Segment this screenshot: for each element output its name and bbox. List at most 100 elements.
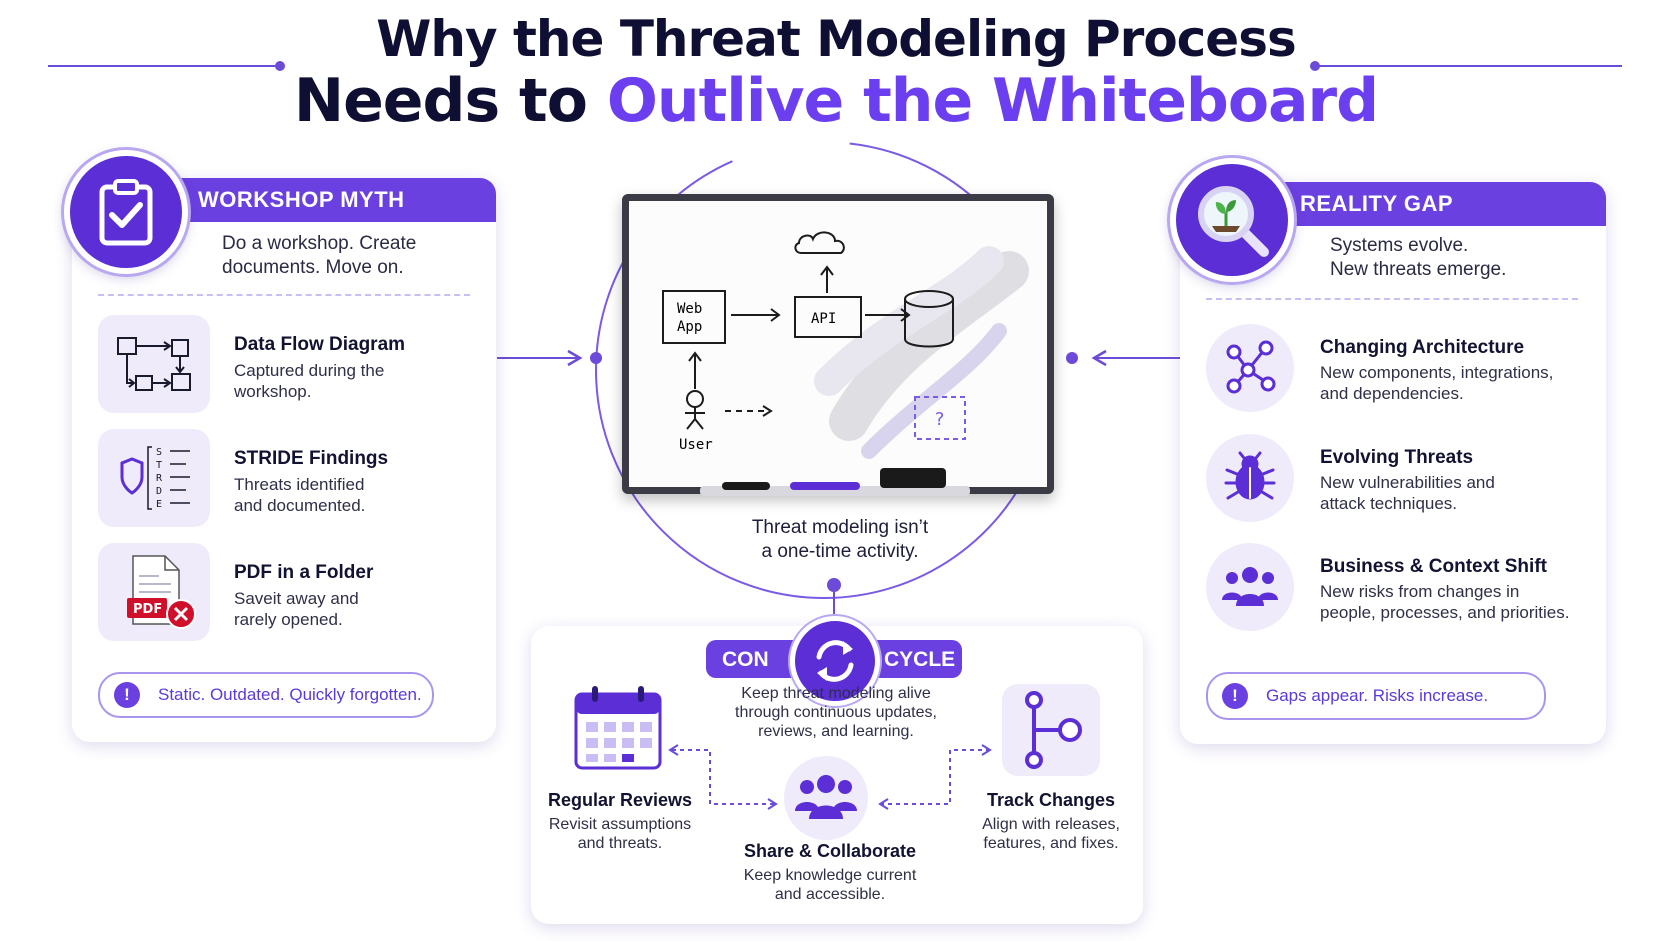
cycle-connector-dot — [827, 578, 841, 592]
item-description: New risks from changes in people, proces… — [1320, 581, 1569, 623]
magnifier-plant-icon — [1170, 158, 1294, 282]
cycle-connectors — [668, 744, 992, 810]
title-rule-left-dot — [275, 61, 285, 71]
item-description: Captured during the workshop. — [234, 360, 384, 402]
node-title: Track Changes — [986, 790, 1116, 810]
wb-web-label: Web — [677, 301, 702, 317]
item-description-line: New risks from changes in — [1320, 582, 1520, 601]
pdf-label: PDF — [133, 602, 162, 617]
divider — [1206, 298, 1578, 300]
myth-alert-text: Static. Outdated. Quickly forgotten. — [158, 685, 422, 704]
node-description: Keep knowledge current and accessible. — [730, 866, 930, 904]
alert-icon: ! — [1222, 683, 1248, 709]
marker-black — [722, 482, 770, 490]
branch-icon — [1002, 684, 1100, 776]
item-description-line: New vulnerabilities and — [1320, 473, 1495, 492]
page-title-line-2: Needs to Outlive the Whiteboard — [0, 66, 1672, 136]
people-group-icon — [784, 756, 868, 840]
item-title: Data Flow Diagram — [234, 334, 406, 355]
node-description: Align with releases, features, and fixes… — [966, 815, 1136, 853]
stride-letter: S — [156, 447, 162, 458]
pdf-rejected-icon: PDF — [98, 543, 210, 641]
node-description-line: Revisit assumptions — [548, 816, 692, 833]
whiteboard-caption: Threat modeling isn’t a one-time activit… — [690, 516, 990, 564]
connector-dot-left — [590, 352, 602, 364]
workshop-myth-subtitle: Do a workshop. Create documents. Move on… — [222, 232, 416, 280]
node-title: Regular Reviews — [547, 790, 693, 810]
arrow-right-icon — [567, 349, 583, 367]
page-title-line-1: Why the Threat Modeling Process — [376, 10, 1297, 68]
caption-line: a one-time activity. — [761, 541, 919, 562]
workshop-myth-card: WORKSHOP MYTH Do a workshop. Create docu… — [72, 178, 496, 742]
cycle-description: Keep threat modeling alive through conti… — [716, 684, 956, 741]
reality-gap-banner: REALITY GAP — [1230, 182, 1606, 226]
stride-letter: T — [156, 460, 162, 471]
reality-gap-subtitle-line: New threats emerge. — [1330, 259, 1507, 280]
cycle-banner-left: CON — [722, 648, 769, 671]
caption-line: Threat modeling isn’t — [751, 517, 929, 538]
connector-dot-right — [1066, 352, 1078, 364]
data-flow-diagram-icon — [98, 315, 210, 413]
divider — [98, 294, 470, 296]
item-title: Changing Architecture — [1320, 337, 1525, 358]
wb-user-label: User — [679, 437, 713, 453]
item-description: Saveit away and rarely opened. — [234, 588, 359, 630]
bug-icon — [1206, 434, 1294, 522]
clipboard-check-icon — [64, 150, 188, 274]
cycle-description-line: through continuous updates, — [735, 704, 937, 721]
title-prefix: Needs to — [293, 66, 607, 136]
workshop-myth-subtitle-line: documents. Move on. — [222, 257, 404, 278]
whiteboard-tray — [700, 486, 970, 496]
workshop-myth-banner: WORKSHOP MYTH — [128, 178, 496, 222]
whiteboard: Web App API User ? — [622, 194, 1054, 494]
item-title: PDF in a Folder — [234, 562, 374, 583]
item-description: Threats identified and documented. — [234, 474, 365, 516]
reality-alert-text: Gaps appear. Risks increase. — [1266, 686, 1489, 705]
cycle-description-line: Keep threat modeling alive — [741, 685, 931, 702]
item-description-line: New components, integrations, — [1320, 363, 1554, 382]
marker-purple — [790, 482, 860, 490]
wb-api-label: API — [811, 311, 836, 327]
workshop-myth-subtitle-line: Do a workshop. Create — [222, 233, 417, 254]
item-description-line: Threats identified — [234, 475, 365, 494]
title-accent: Outlive the Whiteboard — [606, 66, 1379, 136]
stride-shield-icon: S T R D E — [98, 429, 210, 527]
reality-gap-subtitle: Systems evolve. New threats emerge. — [1330, 234, 1506, 282]
stride-letter: D — [156, 486, 162, 497]
cycle-banner-right: CYCLE — [884, 648, 956, 671]
reality-gap-banner-text: REALITY GAP — [1300, 191, 1454, 216]
workshop-myth-banner-text: WORKSHOP MYTH — [198, 187, 405, 212]
stride-letter: E — [156, 499, 162, 510]
alert-icon: ! — [114, 682, 140, 708]
node-description-line: Keep knowledge current — [743, 867, 917, 884]
title-rule-left — [48, 65, 280, 67]
item-description-line: and documented. — [234, 496, 366, 515]
item-title: STRIDE Findings — [234, 448, 389, 469]
eraser — [880, 468, 946, 488]
node-description-line: and accessible. — [774, 886, 886, 903]
cycle-connector-line — [833, 592, 835, 618]
item-description: New components, integrations, and depend… — [1320, 362, 1553, 404]
node-title: Share & Collaborate — [743, 841, 917, 861]
people-group-icon — [1206, 543, 1294, 631]
cycle-description-line: reviews, and learning. — [758, 723, 914, 740]
item-description-line: and dependencies. — [1320, 384, 1464, 403]
item-description-line: attack techniques. — [1320, 494, 1458, 513]
myth-alert: ! Static. Outdated. Quickly forgotten. — [98, 672, 434, 718]
item-title: Evolving Threats — [1320, 447, 1474, 468]
node-description-line: and threats. — [577, 835, 663, 852]
refresh-cycle-icon — [790, 616, 880, 706]
item-description-line: Captured during the — [234, 361, 385, 380]
node-description: Revisit assumptions and threats. — [540, 815, 700, 853]
architecture-nodes-icon — [1206, 324, 1294, 412]
title-rule-right-dot — [1310, 61, 1320, 71]
stride-letter: R — [156, 473, 163, 484]
item-title: Business & Context Shift — [1320, 556, 1547, 577]
item-description-line: rarely opened. — [234, 610, 343, 629]
wb-question-label: ? — [934, 409, 945, 430]
item-description: New vulnerabilities and attack technique… — [1320, 472, 1495, 514]
node-description-line: Align with releases, — [982, 816, 1120, 833]
item-description-line: people, processes, and priorities. — [1320, 603, 1570, 622]
item-description-line: Saveit away and — [234, 589, 359, 608]
item-description-line: workshop. — [234, 382, 312, 401]
